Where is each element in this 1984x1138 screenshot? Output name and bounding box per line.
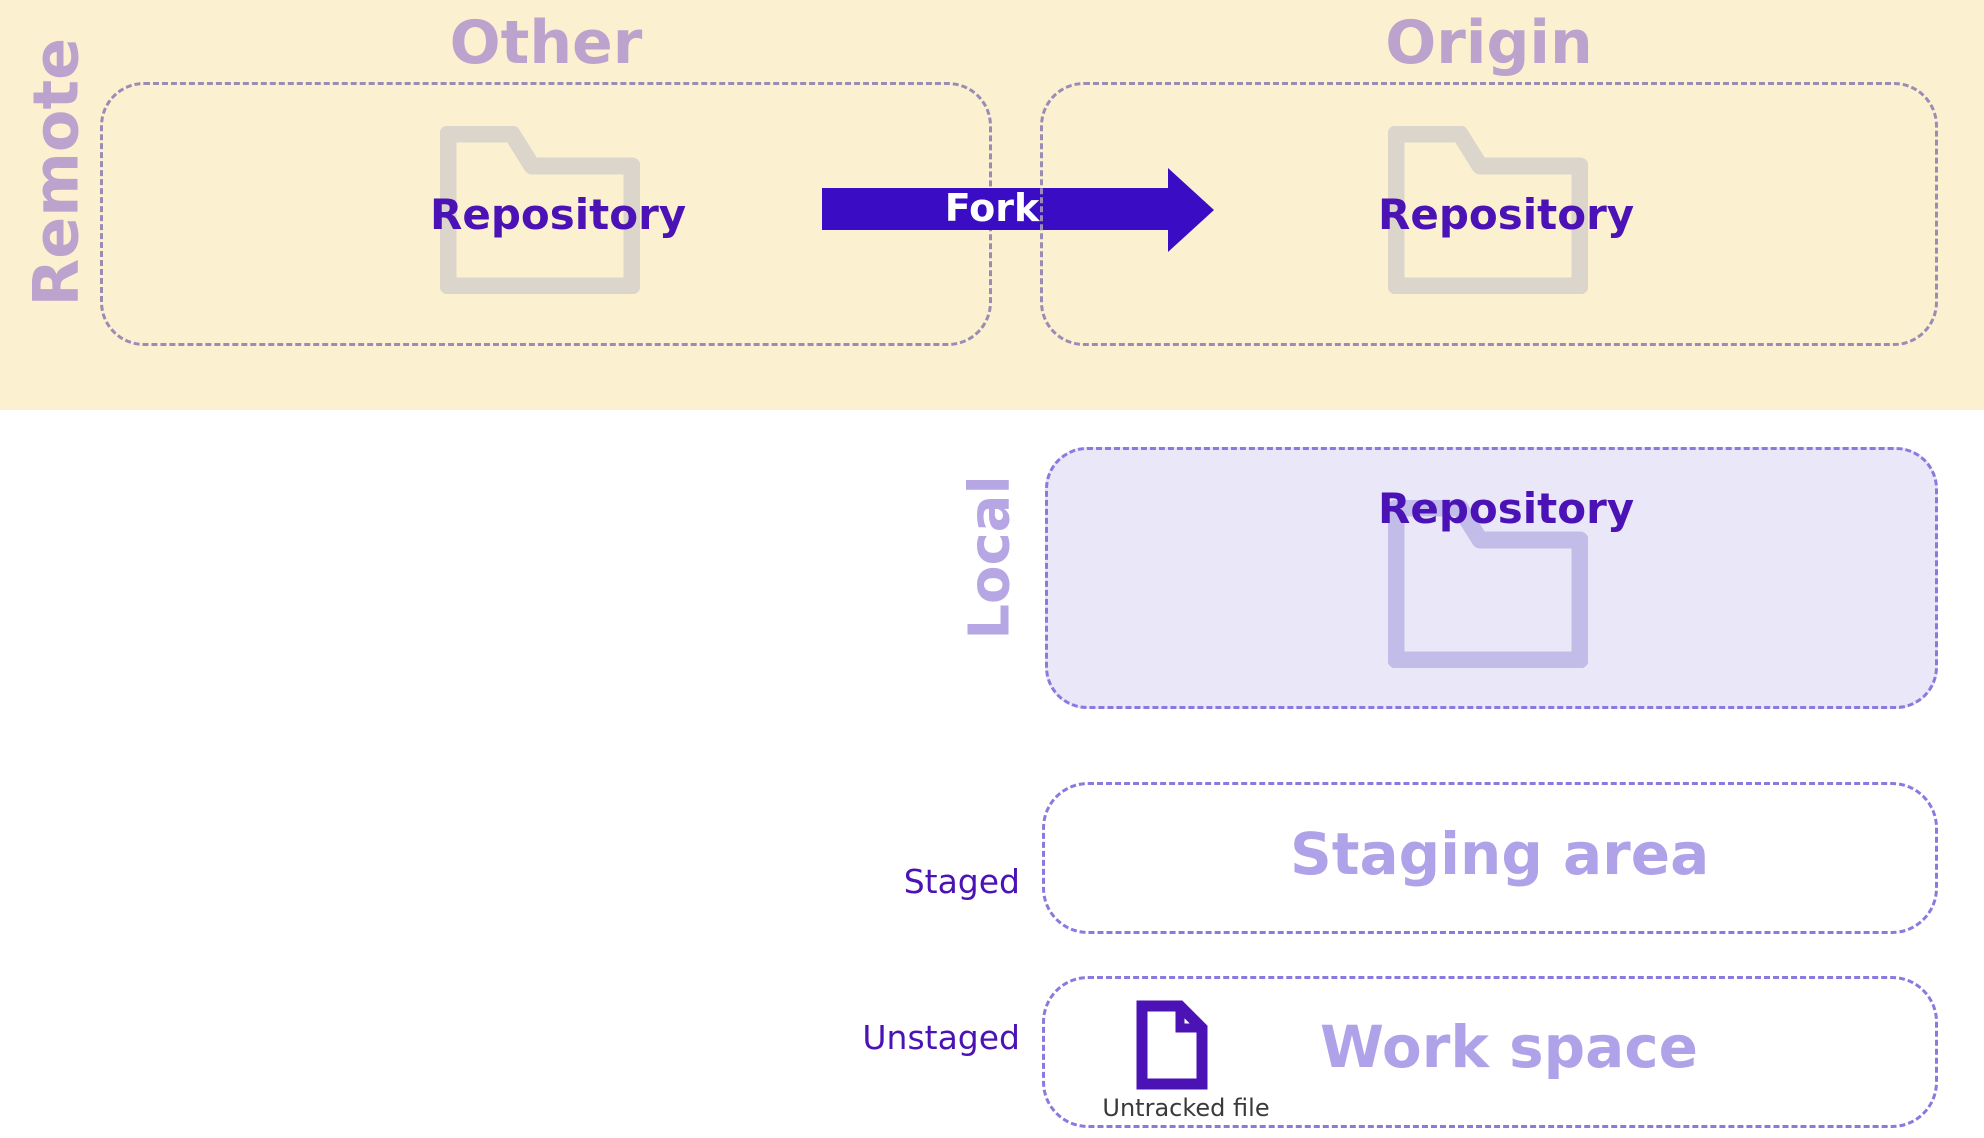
unstaged-side-label: Unstaged bbox=[862, 1018, 1020, 1057]
zone-box-origin bbox=[1040, 82, 1938, 346]
untracked-file-caption: Untracked file bbox=[1102, 1094, 1270, 1122]
remote-section-label: Remote bbox=[19, 37, 93, 307]
folder-icon bbox=[440, 126, 640, 294]
file-icon bbox=[1136, 1000, 1208, 1090]
staged-side-label: Staged bbox=[903, 862, 1020, 901]
staging-area-box bbox=[1042, 782, 1938, 934]
folder-icon bbox=[1388, 126, 1588, 294]
repository-label-local: Repository bbox=[1378, 484, 1635, 533]
arrow-right-icon bbox=[822, 168, 1214, 252]
work-space-title: Work space bbox=[1320, 1013, 1699, 1081]
zone-title-other: Other bbox=[449, 8, 643, 78]
staging-area-title: Staging area bbox=[1290, 820, 1710, 888]
zone-title-origin: Origin bbox=[1385, 8, 1593, 78]
repository-label-origin: Repository bbox=[1378, 190, 1635, 239]
local-section-label: Local bbox=[957, 475, 1023, 640]
repository-label-other: Repository bbox=[430, 190, 687, 239]
folder-icon bbox=[1388, 500, 1588, 668]
fork-arrow-label: Fork bbox=[944, 186, 1040, 230]
